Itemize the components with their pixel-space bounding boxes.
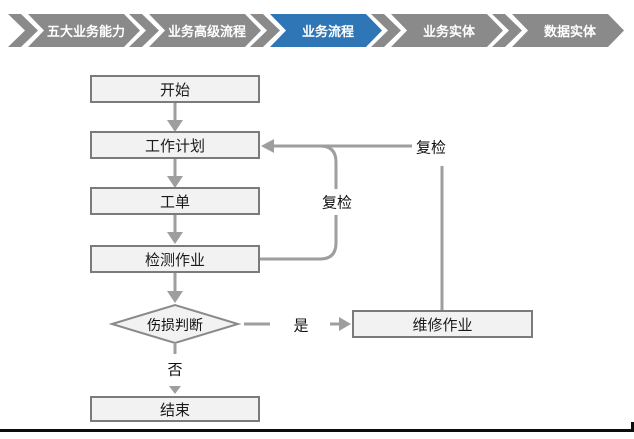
nav-item-label: 业务高级流程 — [167, 24, 246, 39]
inspection-job-node: 检测作业 — [90, 245, 260, 273]
nav-item-label: 五大业务能力 — [46, 24, 125, 39]
nav-item-business-highlevel-process[interactable]: 业务高级流程 — [149, 14, 261, 47]
repair-job-node-label: 维修作业 — [412, 316, 473, 334]
nav-item-five-capabilities[interactable]: 五大业务能力 — [28, 14, 140, 47]
end-node: 结束 — [90, 396, 260, 422]
start-node-label: 开始 — [159, 81, 190, 99]
start-node: 开始 — [90, 75, 260, 103]
nav-item-label: 数据实体 — [543, 24, 596, 39]
no-label: 否 — [165, 358, 185, 380]
nav-item-business-entity[interactable]: 业务实体 — [391, 14, 503, 47]
nav-item-data-entity[interactable]: 数据实体 — [512, 14, 624, 47]
work-plan-node-label: 工作计划 — [144, 137, 205, 155]
work-order-node: 工单 — [90, 187, 260, 215]
nav-item-label: 业务实体 — [422, 24, 475, 39]
damage-decision-label: 伤损判断 — [147, 317, 203, 333]
repair-job-node: 维修作业 — [352, 310, 533, 338]
yes-label: 是 — [291, 314, 311, 336]
recheck-label-inner: 复检 — [319, 191, 355, 213]
nav-item-label: 业务流程 — [301, 24, 354, 39]
end-node-label: 结束 — [159, 401, 190, 419]
damage-decision-diamond — [108, 303, 242, 345]
work-order-node-label: 工单 — [159, 193, 190, 211]
slide-bottom-border-tick — [631, 422, 634, 432]
nav-item-business-process[interactable]: 业务流程 — [270, 14, 382, 47]
slide-bottom-border — [0, 429, 634, 432]
work-plan-node: 工作计划 — [90, 131, 260, 159]
recheck-label-outer: 复检 — [413, 136, 449, 158]
inspection-job-node-label: 检测作业 — [144, 251, 205, 269]
